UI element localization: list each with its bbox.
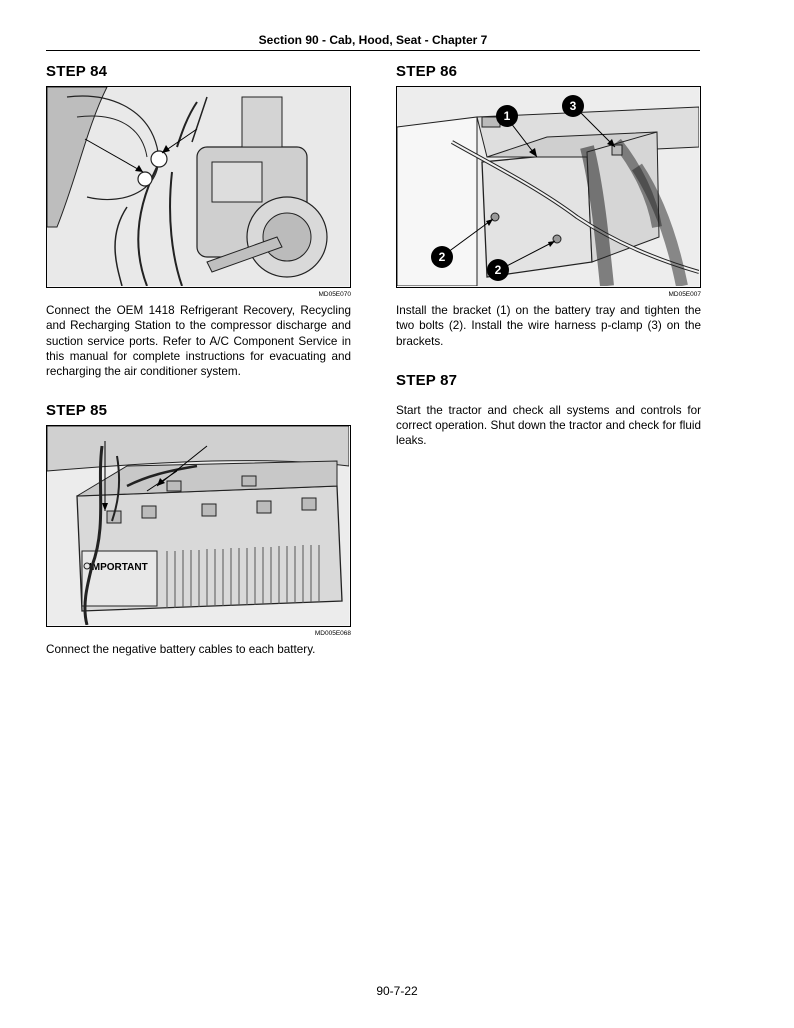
step-85-figure: IMPORTANT <box>46 425 351 628</box>
step-86-text: Install the bracket (1) on the battery t… <box>396 304 701 348</box>
left-column: STEP 84 MD05E070 Connect the O <box>46 62 351 658</box>
step-85-text: Connect the negative battery cables to e… <box>46 643 316 657</box>
step-84-text: Connect the OEM 1418 Refrigerant Recover… <box>46 304 351 379</box>
step-86-title: STEP 86 <box>396 63 458 80</box>
step-84-title: STEP 84 <box>46 63 108 80</box>
important-sticker-label: IMPORTANT <box>89 562 148 573</box>
bracket-illustration: 1 3 2 2 <box>397 87 699 286</box>
step-84-figure-code: MD05E070 <box>318 291 351 298</box>
callout-3: 3 <box>570 99 577 113</box>
step-84-figure <box>46 86 351 288</box>
page-header: Section 90 - Cab, Hood, Seat - Chapter 7 <box>46 31 700 51</box>
callout-1: 1 <box>504 109 511 123</box>
section-title: Section 90 - Cab, Hood, Seat - Chapter 7 <box>258 33 488 47</box>
compressor-illustration <box>47 87 349 286</box>
step-87-text: Start the tractor and check all systems … <box>396 403 701 448</box>
callout-2b: 2 <box>495 263 502 277</box>
step-85-title: STEP 85 <box>46 402 108 420</box>
battery-illustration: IMPORTANT <box>47 426 349 626</box>
callout-2a: 2 <box>439 250 446 264</box>
right-column: STEP 86 1 <box>396 62 701 449</box>
page-number: 90-7-22 <box>376 984 418 998</box>
step-86-figure: 1 3 2 2 <box>396 86 701 288</box>
step-85-figure-code: MD005E068 <box>314 630 351 638</box>
step-86-figure-code: MD05E007 <box>668 291 701 298</box>
step-87-title: STEP 87 <box>396 371 458 389</box>
